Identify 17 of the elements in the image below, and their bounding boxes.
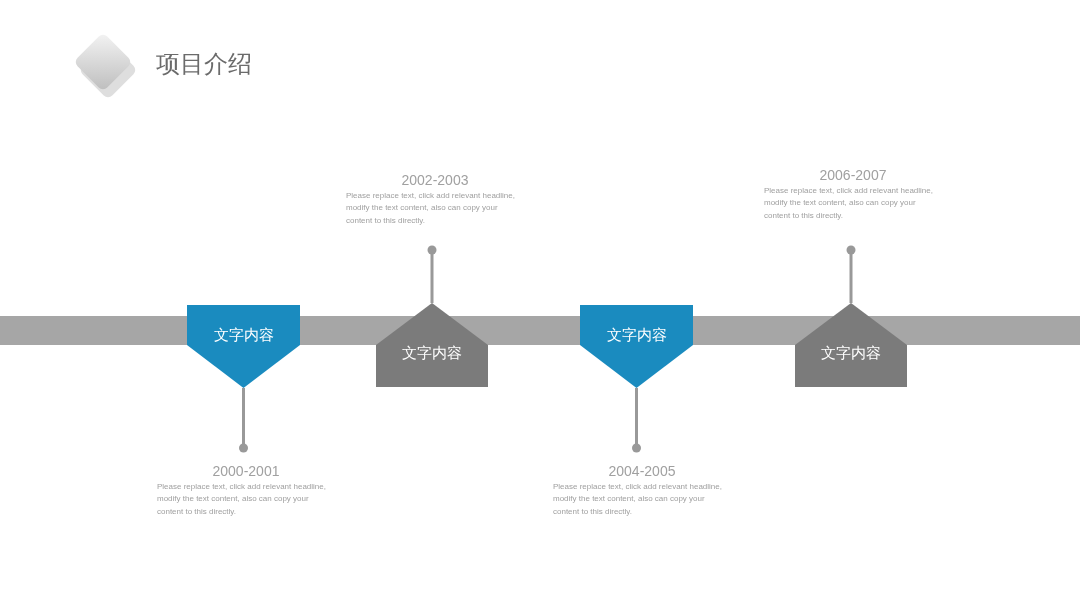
description-text: Please replace text, click add relevant headline, modify the text content, also can copy your content to this directly. — [553, 481, 723, 518]
year-heading: 2002-2003 — [400, 171, 470, 189]
description-text: Please replace text, click add relevant headline, modify the text content, also can copy your content to this directly. — [157, 481, 327, 518]
connector-line — [846, 245, 856, 303]
description-text: Please replace text, click add relevant headline, modify the text content, also can copy your content to this directly. — [764, 185, 934, 222]
connector-line — [632, 388, 641, 453]
marker-label: 文字内容 — [212, 325, 275, 345]
connector-line — [427, 245, 437, 303]
title: 项目介绍 — [156, 49, 252, 79]
year-heading: 2000-2001 — [211, 462, 281, 480]
year-heading: 2006-2007 — [818, 166, 888, 184]
marker-label: 文字内容 — [605, 325, 668, 345]
connector-line — [239, 388, 248, 453]
description-text: Please replace text, click add relevant headline, modify the text content, also can copy your content to this directly. — [346, 190, 516, 227]
marker-label: 文字内容 — [401, 343, 463, 363]
year-heading: 2004-2005 — [607, 462, 677, 480]
marker-label: 文字内容 — [820, 343, 882, 363]
